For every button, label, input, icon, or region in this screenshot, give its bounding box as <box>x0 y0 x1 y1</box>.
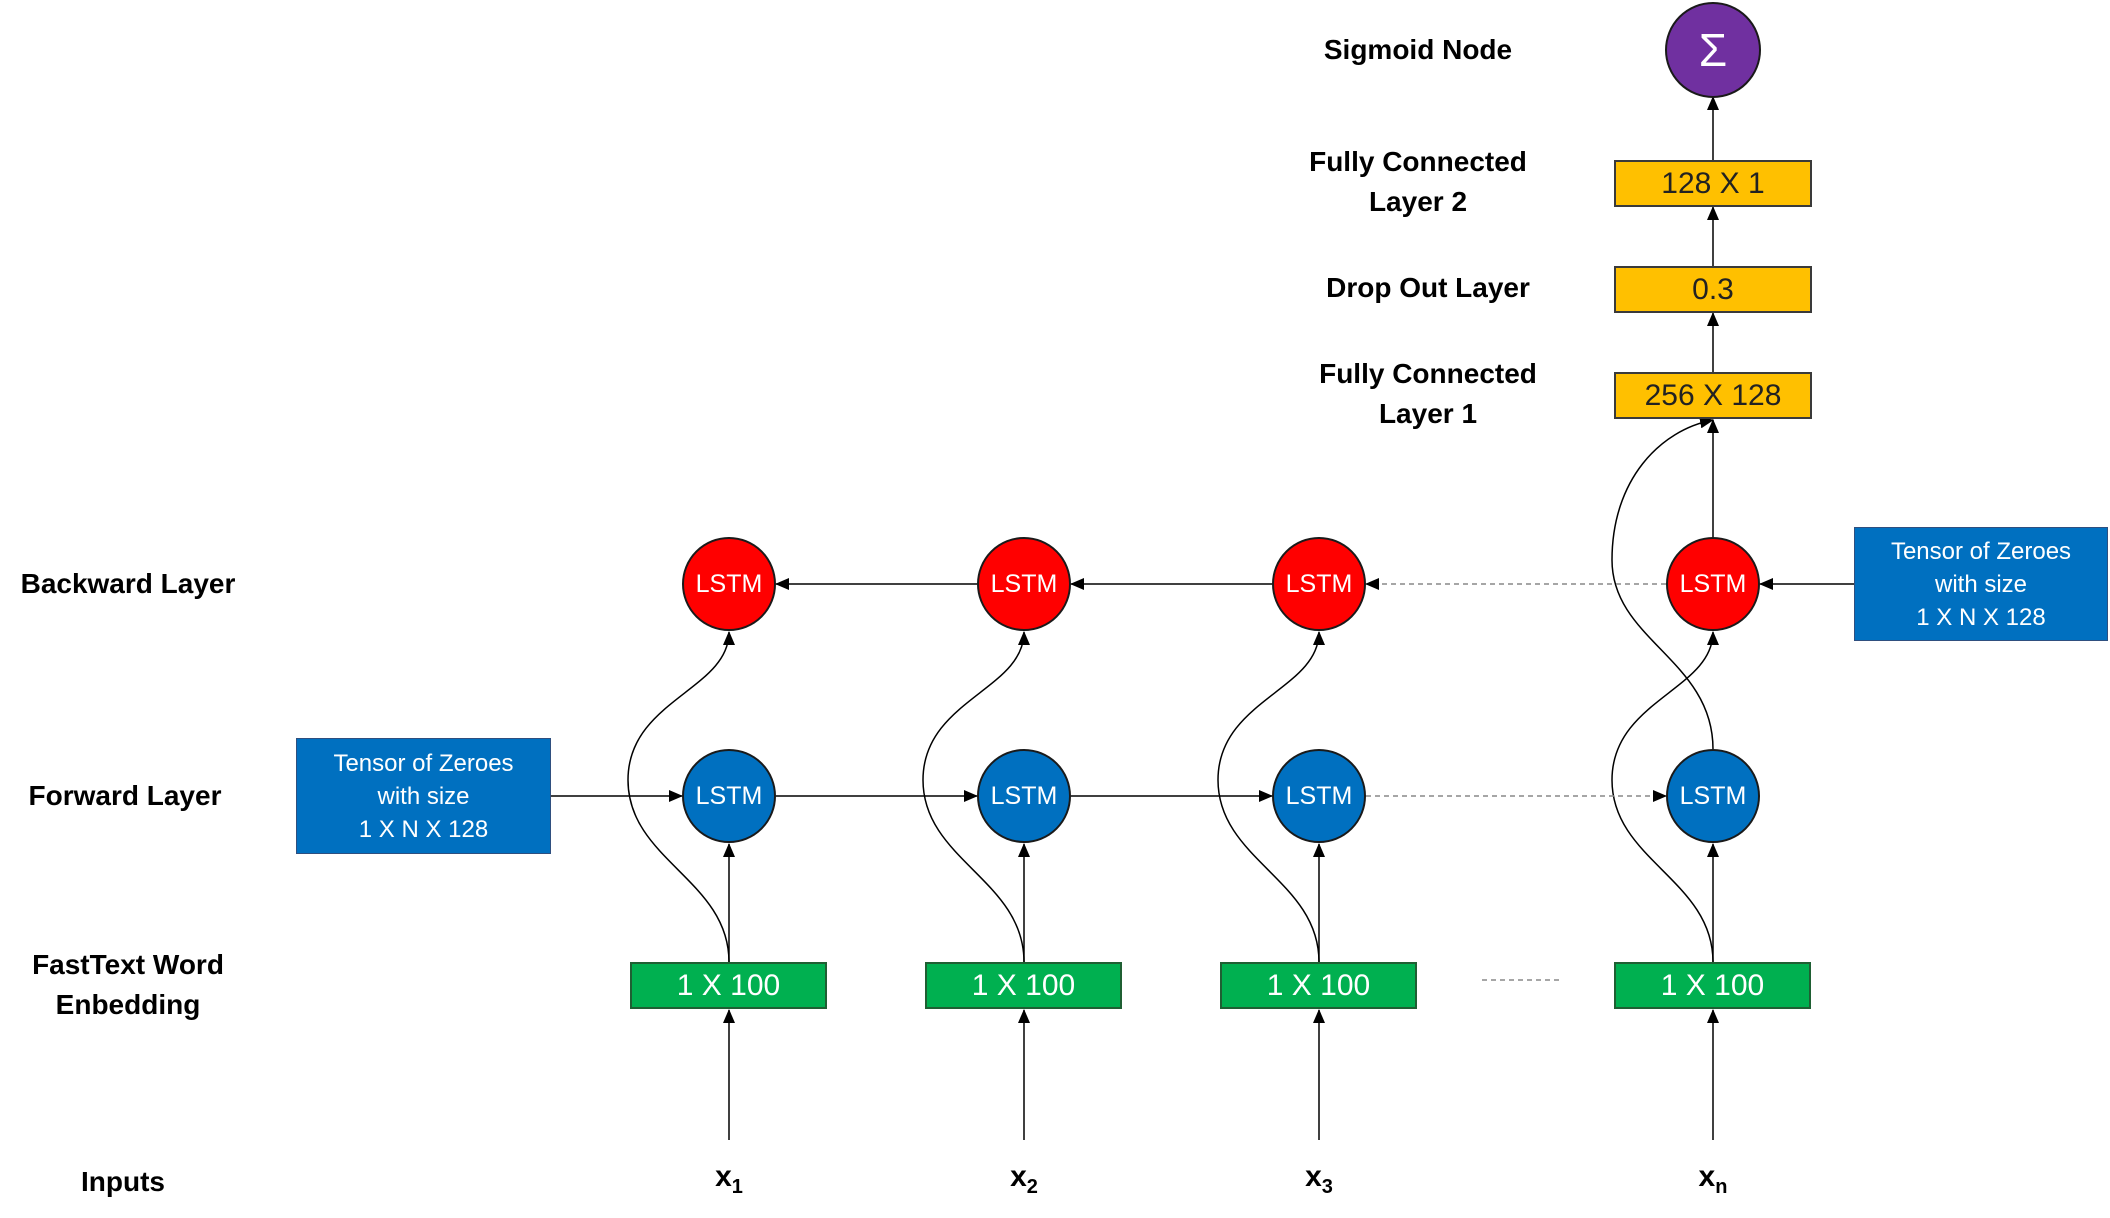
input-label-2-base: x <box>1010 1160 1027 1193</box>
forward-initial-state-box: Tensor of Zeroes with size 1 X N X 128 <box>296 738 551 854</box>
forward-tensor-line1: Tensor of Zeroes <box>333 749 514 777</box>
input-label-2: x2 <box>984 1160 1064 1199</box>
input-label-n-sub: n <box>1715 1176 1728 1198</box>
input-label-3-sub: 3 <box>1321 1176 1333 1198</box>
backward-initial-state-box: Tensor of Zeroes with size 1 X N X 128 <box>1854 527 2108 641</box>
backward-lstm-1: LSTM <box>682 537 776 631</box>
embedding-box-3: 1 X 100 <box>1220 962 1417 1009</box>
embedding-box-1: 1 X 100 <box>630 962 827 1009</box>
backward-tensor-line3: 1 X N X 128 <box>1916 603 2046 631</box>
emb-to-bwd-1 <box>627 631 735 963</box>
dropout-box: 0.3 <box>1614 266 1812 313</box>
fc2-label-line1: Fully Connected <box>1309 146 1527 177</box>
forward-layer-label: Forward Layer <box>28 780 222 811</box>
backward-lstm-3: LSTM <box>1272 537 1366 631</box>
input-label-1-base: x <box>715 1160 732 1193</box>
emb-to-bwd-n <box>1611 631 1719 963</box>
input-label-1: x1 <box>689 1160 769 1199</box>
fc1-label-line2: Layer 1 <box>1378 398 1478 429</box>
fc2-label: Fully Connected Layer 2 <box>1268 142 1568 222</box>
fwd-n-to-fc1 <box>1611 416 1714 750</box>
embedding-label-line2: Enbedding <box>55 989 201 1020</box>
backward-lstm-n: LSTM <box>1666 537 1760 631</box>
embedding-label: FastText Word Enbedding <box>0 945 256 1025</box>
embedding-label-line1: FastText Word <box>32 949 224 980</box>
input-label-n-base: x <box>1698 1160 1716 1193</box>
fc1-box: 256 X 128 <box>1614 372 1812 419</box>
input-label-3: x3 <box>1279 1160 1359 1199</box>
forward-lstm-3: LSTM <box>1272 749 1366 843</box>
input-label-3-base: x <box>1305 1160 1322 1193</box>
emb-to-bwd-2 <box>922 631 1030 963</box>
sigmoid-node: Σ <box>1665 2 1761 98</box>
fc2-label-line2: Layer 2 <box>1368 186 1468 217</box>
forward-lstm-2: LSTM <box>977 749 1071 843</box>
fc1-label-line1: Fully Connected <box>1319 358 1537 389</box>
fc1-label: Fully Connected Layer 1 <box>1278 354 1578 434</box>
forward-tensor-line2: with size <box>377 782 470 810</box>
forward-lstm-1: LSTM <box>682 749 776 843</box>
backward-layer-label: Backward Layer <box>20 568 236 599</box>
embedding-box-2: 1 X 100 <box>925 962 1122 1009</box>
inputs-label: Inputs <box>81 1166 165 1197</box>
embedding-box-n: 1 X 100 <box>1614 962 1811 1009</box>
input-label-2-sub: 2 <box>1026 1176 1038 1198</box>
input-label-n: xn <box>1673 1160 1753 1199</box>
forward-tensor-line3: 1 X N X 128 <box>358 815 489 843</box>
backward-tensor-line1: Tensor of Zeroes <box>1890 537 2072 565</box>
sigmoid-node-label: Sigmoid Node <box>1323 34 1513 65</box>
emb-to-bwd-3 <box>1217 631 1325 963</box>
dropout-label: Drop Out Layer <box>1326 272 1530 303</box>
forward-lstm-n: LSTM <box>1666 749 1760 843</box>
input-label-1-sub: 1 <box>731 1176 743 1198</box>
backward-tensor-line2: with size <box>1934 570 2028 598</box>
fc2-box: 128 X 1 <box>1614 160 1812 207</box>
backward-lstm-2: LSTM <box>977 537 1071 631</box>
